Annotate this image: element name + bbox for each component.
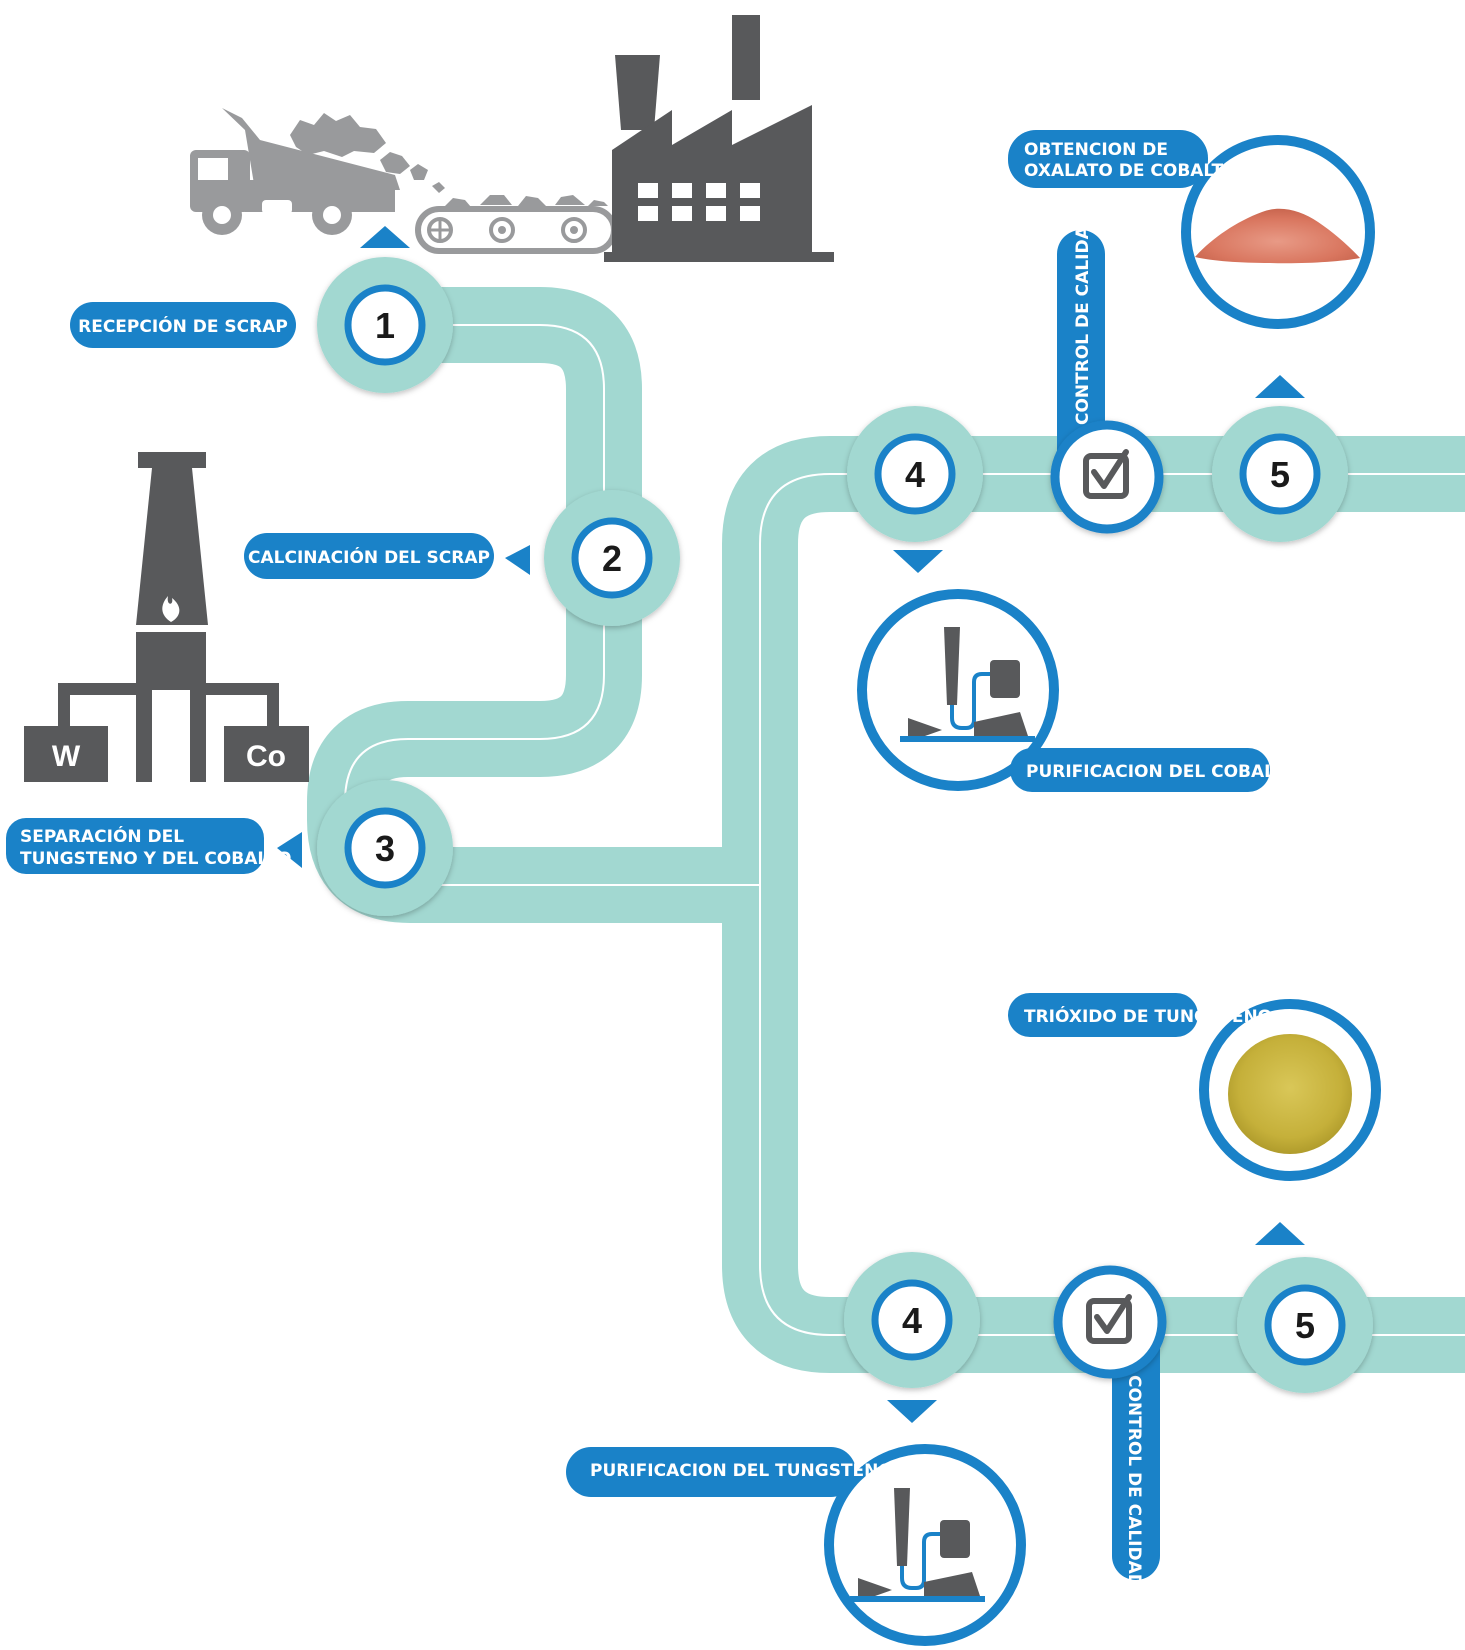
cobalt-purification-label: PURIFICACION DEL COBALTO — [1026, 762, 1298, 782]
product-cobalt-label-line1: OBTENCION DE — [1024, 140, 1168, 160]
furnace-icon: W Co — [24, 452, 309, 782]
label-separation-line1: SEPARACIÓN DEL — [20, 825, 184, 847]
product-tungsten-label: TRIÓXIDO DE TUNGSTENO — [1024, 1005, 1272, 1027]
factory-icon — [604, 15, 834, 262]
arrow-left-3 — [277, 832, 302, 868]
arrow-up-1 — [360, 226, 410, 248]
product-cobalt-oxalate: OBTENCION DE OXALATO DE COBALTO — [1008, 130, 1375, 329]
element-tungsten: W — [52, 740, 81, 773]
arrow-up-5-tungsten — [1255, 1222, 1305, 1245]
checkbox-icon — [1086, 1294, 1132, 1344]
tungsten-powder — [1228, 1034, 1352, 1154]
conveyor-belt-icon — [415, 195, 617, 254]
step-number-4-tungsten: 4 — [902, 1300, 922, 1341]
quality-control-top: CONTROL DE CALIDAD — [1050, 212, 1164, 534]
purification-apparatus-icon — [900, 627, 1035, 742]
step-node-1: 1 — [317, 257, 453, 393]
step-node-3: 3 — [317, 780, 453, 916]
cobalt-purification: PURIFICACION DEL COBALTO — [857, 589, 1298, 792]
label-separation-line2: TUNGSTENO Y DEL COBALTO — [20, 849, 291, 869]
step-node-4-cobalt: 4 — [847, 406, 983, 542]
arrows — [277, 226, 1305, 1423]
step-number-5-cobalt: 5 — [1270, 454, 1290, 495]
arrow-left-2 — [505, 545, 530, 575]
step-number-2: 2 — [602, 538, 622, 579]
arrow-down-4-tungsten — [887, 1400, 937, 1423]
step-node-4-tungsten: 4 — [844, 1252, 980, 1388]
element-cobalt: Co — [246, 740, 286, 773]
flame-icon — [162, 596, 180, 622]
step-node-5-tungsten: 5 — [1237, 1257, 1373, 1393]
arrow-down-4-cobalt — [893, 550, 943, 573]
quality-control-bottom-label: CONTROL DE CALIDAD — [1124, 1375, 1144, 1588]
step-node-2: 2 — [544, 490, 680, 626]
label-separation: SEPARACIÓN DEL TUNGSTENO Y DEL COBALTO — [6, 818, 291, 874]
step-number-1: 1 — [375, 305, 395, 346]
label-calcination: CALCINACIÓN DEL SCRAP — [244, 533, 494, 579]
cobalt-powder-pile — [1195, 208, 1360, 264]
tungsten-purification-label: PURIFICACION DEL TUNGSTENO — [590, 1461, 893, 1481]
step-number-4-cobalt: 4 — [905, 454, 925, 495]
label-calcination-text: CALCINACIÓN DEL SCRAP — [248, 546, 490, 568]
label-reception-text: RECEPCIÓN DE SCRAP — [78, 315, 288, 337]
quality-control-top-label: CONTROL DE CALIDAD — [1073, 212, 1093, 425]
purification-apparatus-icon — [850, 1488, 985, 1602]
track-centerline-branch — [759, 473, 1465, 1336]
arrow-up-5-cobalt — [1255, 375, 1305, 398]
track-branch — [722, 436, 1465, 1373]
quality-control-bottom: CONTROL DE CALIDAD — [1053, 1265, 1167, 1588]
step-number-3: 3 — [375, 828, 395, 869]
product-cobalt-label-line2: OXALATO DE COBALTO — [1024, 161, 1238, 181]
step-node-5-cobalt: 5 — [1212, 406, 1348, 542]
product-tungsten-trioxide: TRIÓXIDO DE TUNGSTENO — [1008, 993, 1381, 1181]
checkbox-icon — [1083, 449, 1129, 499]
dump-truck-icon — [190, 108, 445, 235]
step-number-5-tungsten: 5 — [1295, 1305, 1315, 1346]
label-reception: RECEPCIÓN DE SCRAP — [70, 302, 296, 348]
tungsten-purification: PURIFICACION DEL TUNGSTENO — [566, 1444, 1026, 1646]
